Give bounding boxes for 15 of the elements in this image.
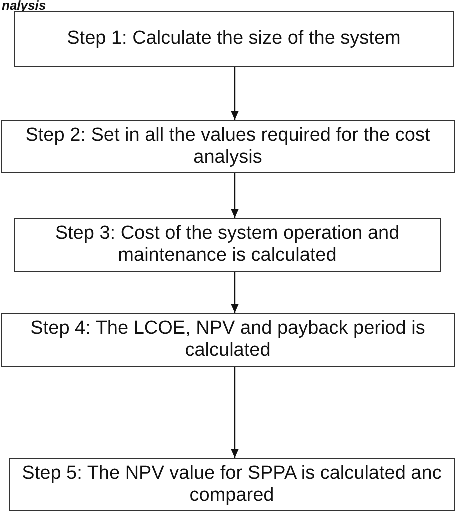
- step-text: Step 2: Set in all the values required for the cost analysis: [24, 124, 432, 168]
- process-box: [14, 11, 454, 67]
- step-text: Step 1: Calculate the size of the system: [67, 28, 401, 50]
- arrow: [231, 367, 239, 458]
- process-box: [14, 218, 441, 272]
- step-text: Step 3: Cost of the system operation and maintenance is calculated: [54, 223, 401, 267]
- step-text: Step 4: The LCOE, NPV and payback period is calculated: [30, 318, 426, 362]
- diagram-title: nalysis: [2, 0, 46, 12]
- arrow: [231, 173, 239, 218]
- step-text: Step 5: The NPV value for SPPA is calculated anc compared: [21, 462, 443, 506]
- process-box: [1, 120, 455, 173]
- arrow: [231, 67, 239, 120]
- process-box: [9, 458, 455, 511]
- process-box: [1, 313, 455, 367]
- arrow: [231, 272, 239, 313]
